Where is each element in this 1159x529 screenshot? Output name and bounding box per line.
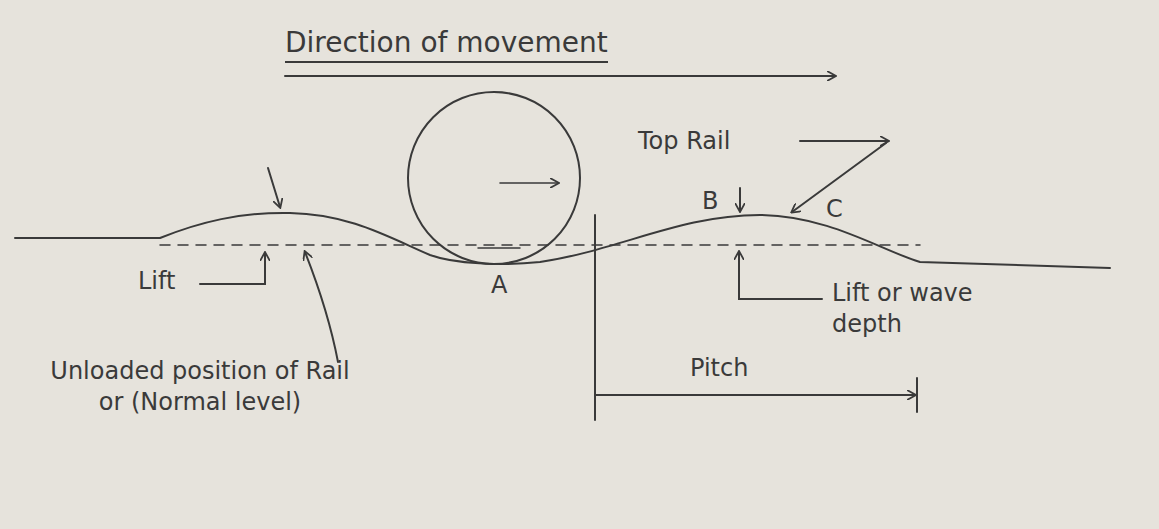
point-label: A bbox=[491, 270, 507, 301]
note-label: Unloaded position of Rail or (Normal lev… bbox=[40, 356, 360, 418]
point-label: C bbox=[826, 194, 843, 225]
rail-wave bbox=[15, 213, 1110, 268]
top-rail-arrow bbox=[800, 140, 888, 142]
contact-mark bbox=[478, 247, 520, 249]
dimension-label: Lift or wave depth bbox=[832, 278, 997, 340]
normal-level bbox=[160, 244, 920, 246]
point-label: B bbox=[702, 186, 718, 217]
part-label: Top Rail bbox=[638, 126, 730, 157]
wheel-arrow bbox=[500, 182, 558, 184]
wave-depth-marker bbox=[739, 252, 822, 299]
dimension-label: Lift bbox=[138, 266, 175, 297]
pitch-tick bbox=[916, 378, 918, 412]
direction-arrow bbox=[285, 75, 835, 77]
pitch-line bbox=[594, 215, 596, 420]
unloaded-pointer bbox=[305, 252, 338, 362]
dimension-label: Pitch bbox=[690, 353, 748, 384]
wheel bbox=[408, 92, 580, 264]
peak-arrow bbox=[268, 168, 280, 207]
b-arrow bbox=[739, 188, 741, 211]
lift-marker bbox=[200, 253, 265, 284]
title: Direction of movement bbox=[285, 26, 608, 63]
pitch-arrow bbox=[595, 394, 915, 396]
